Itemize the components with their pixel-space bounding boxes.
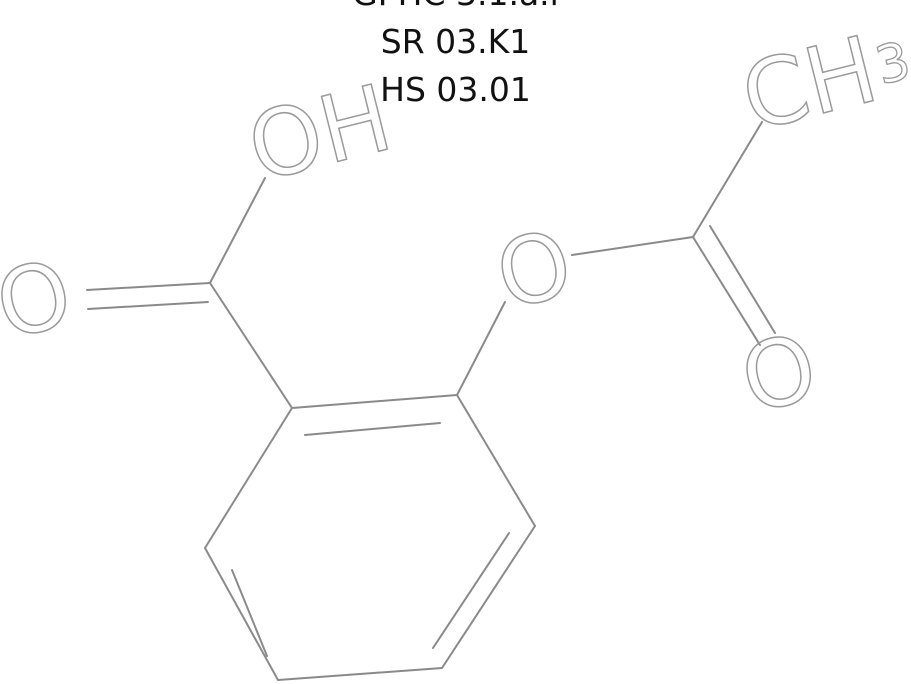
ring-bond <box>441 525 536 669</box>
code-line-1: SR 03.K1 <box>380 22 531 61</box>
acid-c-to-oh-bond <box>209 177 266 284</box>
partial-code-line: GPHC 3.1.a.i <box>0 0 911 18</box>
ring-bond <box>204 407 293 549</box>
ring-bond <box>291 394 458 409</box>
carboxylic-acid-group <box>86 177 293 409</box>
ester-group <box>456 121 776 396</box>
c-ring-to-acid-carbon-bond <box>209 282 293 409</box>
ester-c-o-double-bond-b <box>709 225 776 334</box>
carbonyl-c-to-methyl-bond <box>692 121 763 238</box>
acid-c-o-double-bond-b <box>87 301 209 310</box>
code-line-2: HS 03.01 <box>380 70 531 109</box>
ring-inner-bond <box>432 532 510 649</box>
benzene-ring <box>204 394 536 681</box>
ester-c-o-double-bond-a <box>692 236 761 346</box>
ring-bond <box>204 547 279 681</box>
ring-to-ester-o-bond <box>456 301 506 396</box>
ester-o-to-carbonyl-c-bond <box>571 236 694 256</box>
acid-c-o-double-bond-a <box>86 282 211 291</box>
ring-inner-bond <box>304 422 441 436</box>
curriculum-codes: GPHC 3.1.a.i SR 03.K1 HS 03.01 <box>0 0 911 114</box>
ring-bond <box>456 394 536 527</box>
ring-bond <box>277 667 443 681</box>
ring-inner-bond <box>231 569 268 657</box>
